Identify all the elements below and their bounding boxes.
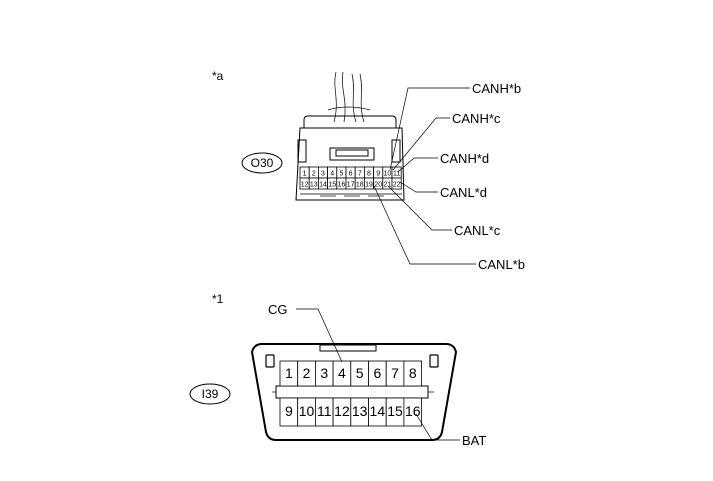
top-pin-number: 12 [301, 182, 309, 189]
bottom-pin-number: 1 [285, 365, 293, 381]
bottom-pin-number: 7 [391, 365, 399, 381]
top-pin-number: 3 [321, 171, 325, 178]
top-pin-number: 8 [367, 171, 371, 178]
bottom-pin-number: 12 [334, 403, 350, 419]
top-pin-number: 20 [374, 182, 382, 189]
bottom-pin-number: 8 [409, 365, 417, 381]
top-pin-number: 18 [356, 182, 364, 189]
top-pin-number: 15 [328, 182, 336, 189]
top-pin-number: 22 [393, 182, 401, 189]
top-leader-lines [373, 87, 476, 265]
top-pin-number: 2 [312, 171, 316, 178]
top-pin-number: 13 [310, 182, 318, 189]
label-canl-c: CANL*c [454, 223, 501, 238]
bottom-leader-lines [296, 308, 460, 441]
top-pin-number: 10 [384, 171, 392, 178]
label-canh-c: CANH*c [452, 111, 501, 126]
bottom-pin-number: 10 [299, 403, 315, 419]
top-pin-number: 9 [376, 171, 380, 178]
top-pin-number: 1 [303, 171, 307, 178]
label-canh-b: CANH*b [472, 81, 521, 96]
bottom-pin-cell [403, 397, 422, 427]
bottom-connector-badge-text: I39 [202, 387, 219, 401]
top-pin-number: 5 [339, 171, 343, 178]
label-cg: CG [268, 302, 288, 317]
label-canl-b: CANL*b [478, 257, 525, 272]
bottom-pin-cell [403, 360, 422, 387]
top-pin-number: 6 [349, 171, 353, 178]
top-pin-number: 17 [347, 182, 355, 189]
bottom-pin-number: 14 [370, 403, 386, 419]
top-pin-number: 7 [358, 171, 362, 178]
label-bat: BAT [462, 433, 486, 448]
bottom-pin-number: 4 [338, 365, 346, 381]
top-pin-number: 4 [330, 171, 334, 178]
top-pin-cell [391, 177, 402, 190]
bottom-pin-number: 13 [352, 403, 368, 419]
bottom-pin-number: 15 [387, 403, 403, 419]
bottom-pin-number: 9 [285, 403, 293, 419]
bottom-connector-badge [189, 383, 231, 405]
bottom-pin-number: 11 [317, 403, 332, 419]
label-canl-d: CANL*d [440, 185, 487, 200]
bottom-pin-number: 3 [320, 365, 328, 381]
top-connector-badge [241, 152, 283, 174]
top-connector-badge-text: O30 [251, 156, 274, 170]
bottom-pin-number: 6 [373, 365, 381, 381]
top-pin-number: 16 [338, 182, 346, 189]
top-pin-number: 14 [319, 182, 327, 189]
top-pin-number: 21 [384, 182, 392, 189]
top-pin-number: 11 [393, 171, 400, 178]
bottom-pin-number: 5 [356, 365, 364, 381]
top-connector-body [295, 115, 405, 201]
bottom-ref-mark: *1 [212, 292, 224, 306]
bottom-pin-number: 16 [405, 403, 421, 419]
top-ref-mark: *a [212, 69, 224, 83]
top-pin-number: 19 [365, 182, 373, 189]
bottom-pin-number: 2 [303, 365, 311, 381]
top-wire-harness [327, 71, 371, 123]
label-canh-d: CANH*d [440, 151, 489, 166]
